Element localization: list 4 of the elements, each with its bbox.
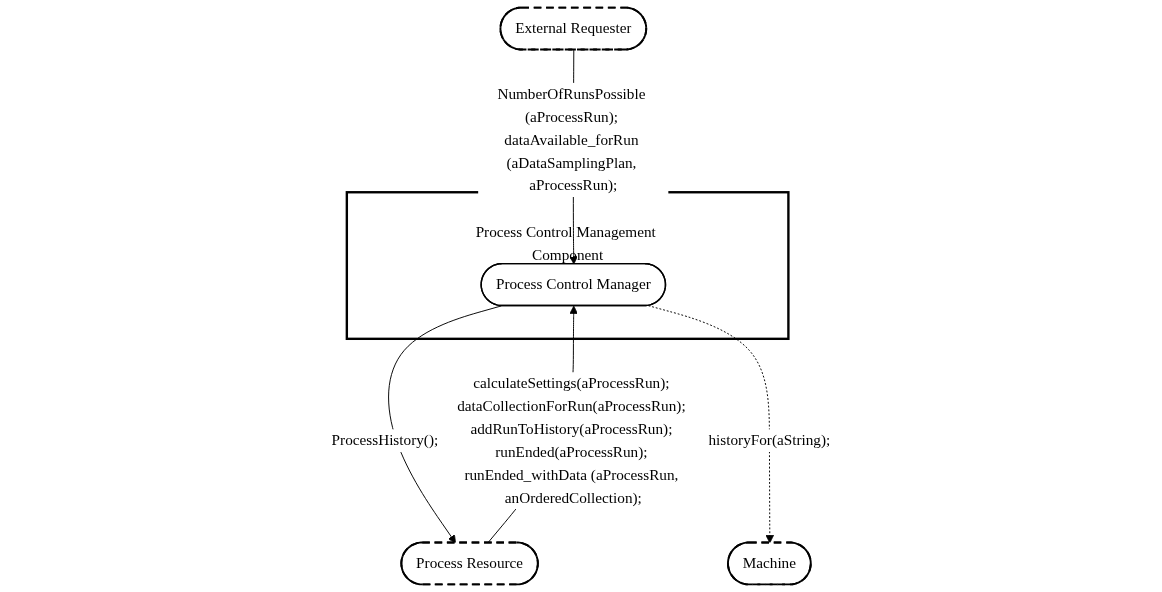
edge-label: NumberOfRunsPossible (aProcessRun); dataAvailable_forRun (aDataSamplingPlan, aProcessRun); [497, 85, 646, 194]
edge-label: historyFor(aString); [708, 432, 831, 449]
edge-label: ProcessHistory(); [331, 432, 439, 449]
edge-label: calculateSettings(aProcessRun); dataCollectionForRun(aProcessRun); addRunToHistory(aProcessRun); runEnded(aProcessRun); runEnded_withData (aProcessRun, anOrderedCollection); [457, 374, 686, 506]
